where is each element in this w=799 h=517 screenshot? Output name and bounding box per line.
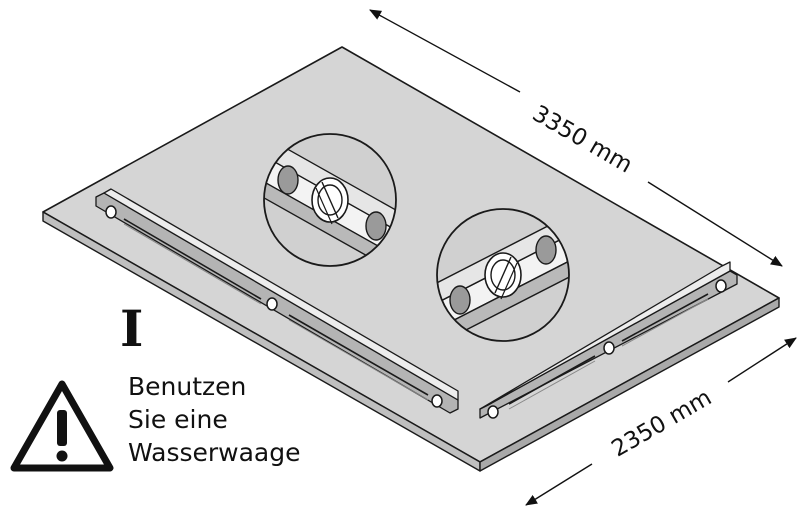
- step-label: I: [120, 299, 144, 358]
- warning-text: Benutzen Sie eine Wasserwaage: [128, 370, 301, 469]
- spirit-level-right: [479, 261, 738, 419]
- bubble-vial-zoom-left: [263, 133, 397, 267]
- warning-line-2: Sie eine: [128, 405, 228, 434]
- spirit-level-left: [95, 188, 459, 414]
- bubble-vial-zoom-right: [436, 208, 570, 342]
- warning-line-3: Wasserwaage: [128, 438, 301, 467]
- width-dimension-label: 2350 mm: [607, 385, 716, 463]
- warning-line-1: Benutzen: [128, 372, 247, 401]
- warning-triangle-icon: [10, 380, 114, 472]
